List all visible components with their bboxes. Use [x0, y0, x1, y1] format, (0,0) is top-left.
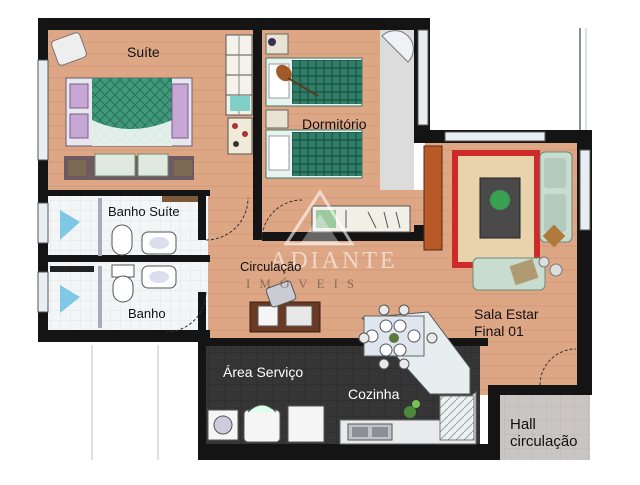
label-hall-line2: circulação	[510, 433, 578, 450]
desk-shelf	[311, 205, 411, 233]
double-bed	[64, 77, 194, 180]
door-swings	[165, 197, 577, 386]
label-hall-line1: Hall	[510, 416, 536, 433]
single-bed-1	[265, 57, 363, 107]
hall-floor	[498, 395, 590, 460]
label-banho-suite: Banho Suíte	[108, 204, 180, 219]
nightstand	[265, 33, 289, 129]
label-area-servico: Área Serviço	[223, 364, 304, 380]
banho-fixtures	[50, 264, 177, 328]
watermark-tagline: IMÓVEIS	[246, 276, 364, 291]
label-suite: Suíte	[127, 44, 160, 60]
kitchen-counter	[339, 390, 477, 445]
suite-armchair	[51, 32, 87, 66]
label-hall-circulacao: Hall circulação	[510, 416, 578, 450]
balcony-bottom-left	[91, 345, 190, 460]
label-sala-line2: Final 01	[474, 323, 524, 339]
tv-cabinet	[423, 145, 443, 251]
wardrobe	[225, 34, 253, 155]
banho-suite-fixtures	[60, 196, 198, 256]
label-sala-line1: Sala Estar	[474, 306, 539, 322]
label-banho: Banho	[128, 306, 166, 321]
terrace-area	[430, 28, 580, 133]
living-rug	[452, 150, 540, 268]
floor-lamp	[381, 30, 414, 63]
label-sala-estar: Sala Estar Final 01	[474, 306, 539, 340]
walls	[38, 18, 592, 460]
single-bed-2	[265, 129, 363, 179]
label-cozinha: Cozinha	[348, 386, 400, 402]
label-dormitorio: Dormitório	[302, 116, 367, 132]
label-circulacao: Circulação	[240, 259, 302, 274]
desk	[249, 280, 321, 333]
watermark-name: ADIANTE	[270, 248, 398, 274]
laundry-fixtures	[207, 404, 325, 443]
windows	[37, 29, 591, 313]
guitar-icon	[276, 64, 319, 97]
dining-table	[358, 304, 471, 395]
sofa	[472, 151, 573, 291]
